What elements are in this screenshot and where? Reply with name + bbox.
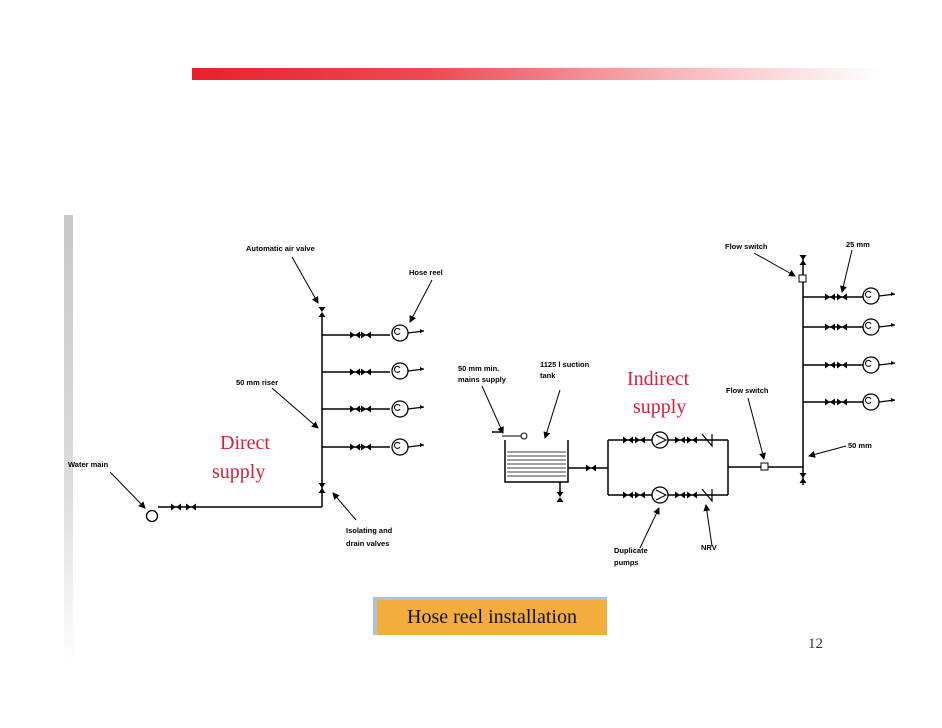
label-isolating-1: Isolating and	[346, 526, 393, 535]
label-50mm: 50 mm	[848, 441, 872, 450]
hose-reel-icon	[862, 318, 896, 336]
hose-reel-icon	[391, 400, 425, 418]
annotation-direct-1: Direct	[220, 432, 270, 454]
label-water-main: Water main	[68, 460, 109, 469]
hose-reel-icon	[862, 356, 896, 374]
direct-supply-pipework	[158, 316, 390, 508]
annotation-direct-2: supply	[212, 461, 265, 483]
hose-reel-icon	[391, 438, 425, 456]
label-mains-supply-2: mains supply	[458, 375, 507, 384]
annotation-indirect-1: Indirect	[627, 368, 690, 390]
annotation-indirect-2: supply	[633, 396, 686, 418]
label-mains-supply-1: 50 mm min.	[458, 364, 499, 373]
hose-reel-icon	[862, 287, 896, 305]
label-25mm: 25 mm	[846, 240, 870, 249]
label-50mm-riser: 50 mm riser	[236, 378, 278, 387]
label-suction-tank-1: 1125 l suction	[540, 360, 590, 369]
header-accent-bar	[192, 68, 882, 80]
label-suction-tank-2: tank	[540, 371, 556, 380]
caption-box: Hose reel installation	[373, 597, 607, 635]
label-nrv: NRV	[701, 543, 717, 552]
label-duplicate-2: pumps	[614, 558, 639, 567]
label-duplicate-1: Duplicate	[614, 546, 648, 555]
hose-reel-icon	[391, 362, 425, 380]
label-flow-switch-top: Flow switch	[725, 242, 768, 251]
water-main-connection	[145, 509, 159, 523]
label-isolating-2: drain valves	[346, 539, 389, 548]
hose-reel-icon	[862, 393, 896, 411]
page-number: 12	[808, 636, 823, 652]
hose-reel-icon	[391, 324, 425, 342]
side-accent-bar	[64, 215, 73, 665]
label-hose-reel: Hose reel	[409, 268, 443, 277]
label-automatic-air-valve: Automatic air valve	[246, 244, 315, 253]
label-flow-switch-mid: Flow switch	[726, 386, 769, 395]
